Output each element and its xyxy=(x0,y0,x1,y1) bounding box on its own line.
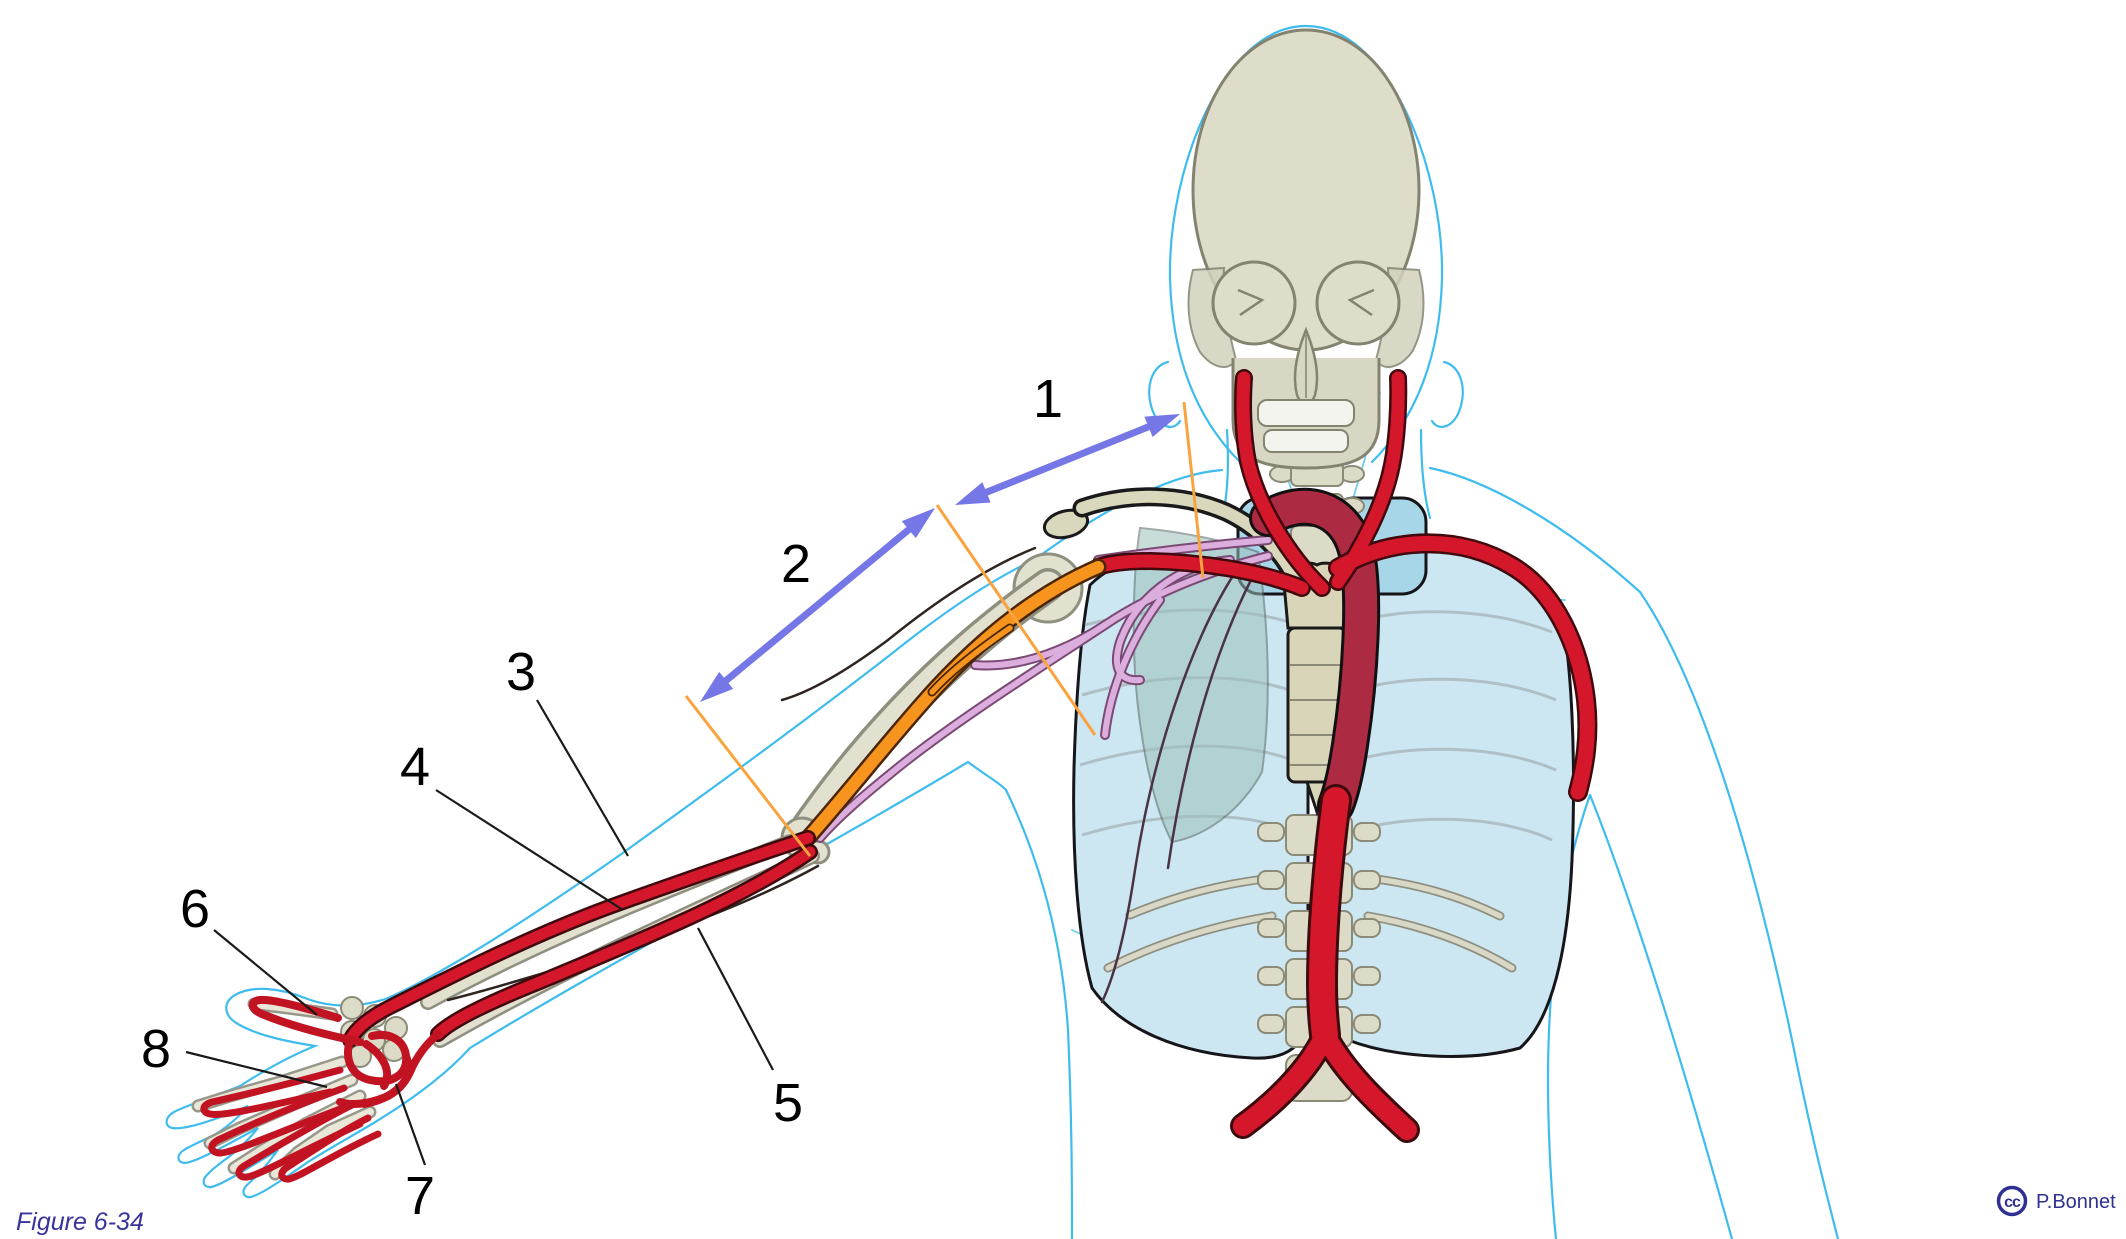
left-eye-socket xyxy=(1211,260,1297,346)
leader-line-5 xyxy=(697,927,774,1071)
cc-license-icon-text: cc xyxy=(2004,1194,2021,1211)
ring-digital-arteries xyxy=(235,1100,364,1181)
clavicle xyxy=(1076,490,1304,592)
boundary-tick-neck xyxy=(1182,401,1205,579)
left-subclavian-artery xyxy=(1091,554,1309,595)
leader-line-7 xyxy=(394,1083,427,1166)
lower-teeth xyxy=(1263,429,1349,453)
right-subclavian-artery xyxy=(1330,535,1595,800)
boundary-tick-shoulder xyxy=(935,504,1097,736)
left-carotid-artery xyxy=(1236,371,1329,595)
arrowhead-icon xyxy=(1144,414,1180,437)
right-eye-socket xyxy=(1315,260,1401,346)
radial-artery xyxy=(344,832,814,1046)
right-ear-outline xyxy=(1430,360,1464,428)
arrowhead-icon xyxy=(901,508,935,539)
arteries xyxy=(200,369,1598,1183)
aortic-arch xyxy=(1252,490,1378,821)
label-1: 1 xyxy=(1033,369,1063,429)
ulnar-artery xyxy=(432,846,816,1040)
label-3: 3 xyxy=(506,642,536,702)
boundary-tick-elbow xyxy=(684,695,812,857)
measurement-arrow-2 xyxy=(722,526,913,684)
descending-aorta xyxy=(1233,787,1417,1140)
index-digital-arteries xyxy=(200,1066,344,1118)
pinky-digital-arteries xyxy=(278,1114,382,1183)
thumb-artery-loop xyxy=(248,995,364,1046)
label-6: 6 xyxy=(180,879,210,939)
left-arm-hand-outline xyxy=(165,558,1036,1199)
carpal-loop xyxy=(344,1031,411,1086)
leader-line-4 xyxy=(435,789,624,911)
label-5: 5 xyxy=(773,1073,803,1133)
label-4: 4 xyxy=(400,737,430,797)
hand-arteries xyxy=(200,995,442,1183)
cc-license-icon xyxy=(1996,1185,2028,1217)
label-7: 7 xyxy=(405,1166,435,1226)
right-iliac-artery xyxy=(1315,1025,1417,1140)
left-torso-outline xyxy=(1004,788,1074,1239)
annotations: 1 2 3 4 5 6 7 8 xyxy=(141,369,1205,1226)
right-arm-outer-outline xyxy=(1638,590,1840,1239)
right-trapezius-outline xyxy=(1428,466,1642,594)
label-2: 2 xyxy=(781,534,811,594)
middle-digital-arteries xyxy=(208,1084,352,1157)
arrowhead-icon xyxy=(700,671,734,702)
thoracic-nerves xyxy=(1100,566,1254,1004)
acromion xyxy=(1042,508,1090,540)
license-credit: cc P.Bonnet xyxy=(1996,1185,2116,1217)
arrowhead-icon xyxy=(955,482,991,505)
author-credit: P.Bonnet xyxy=(2036,1191,2116,1213)
skull xyxy=(1187,28,1425,470)
left-iliac-artery xyxy=(1233,1025,1335,1136)
left-ear-outline xyxy=(1148,360,1182,428)
figure-caption: Figure 6-34 xyxy=(16,1208,144,1236)
label-8: 8 xyxy=(141,1019,171,1079)
head-outline xyxy=(1168,24,1444,464)
upper-teeth xyxy=(1257,399,1355,427)
leader-line-8 xyxy=(185,1050,328,1089)
leader-line-6 xyxy=(213,929,318,1016)
right-arm-inner-outline xyxy=(1588,793,1734,1239)
leader-line-3 xyxy=(536,699,629,857)
measurement-arrow-1 xyxy=(983,423,1152,496)
